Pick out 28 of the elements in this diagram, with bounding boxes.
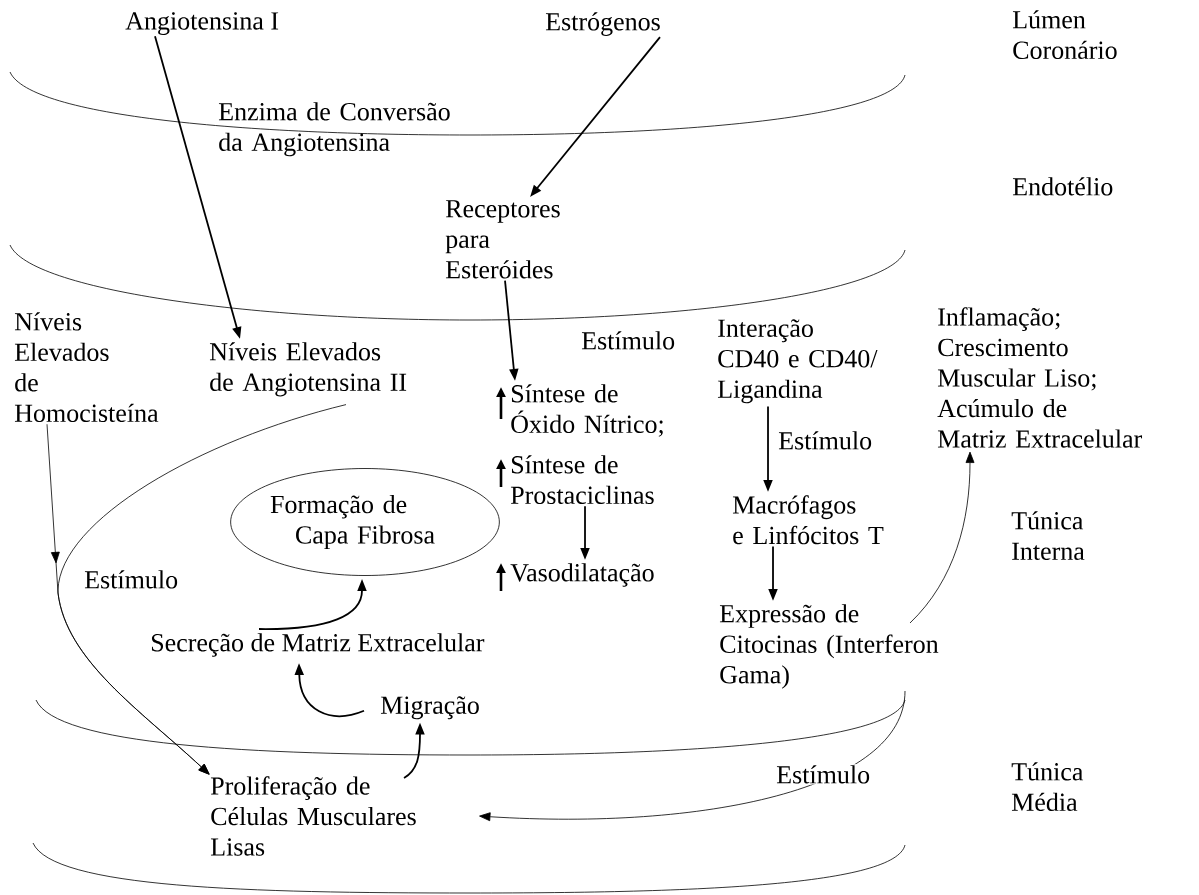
node-text: Proliferação de Células Musculares Lisas: [210, 776, 416, 856]
node-text: Receptores para Esteróides: [445, 200, 560, 279]
arrow: [909, 451, 975, 624]
node-text: Secreção de Matriz Extracelular: [151, 633, 485, 657]
arrow: [479, 690, 906, 822]
node-text: Síntese de Óxido Nítrico;: [511, 384, 663, 437]
node-text: Níveis Elevados de Angiotensina II: [209, 342, 407, 397]
arrow: [57, 404, 347, 775]
edge-label: Estímulo: [83, 569, 180, 590]
edge-label: Estímulo: [580, 330, 677, 351]
edge-label: Estímulo: [777, 430, 874, 451]
node-text: Níveis Elevados de Homocisteína: [14, 312, 159, 423]
layer-label: Túnica Interna: [1011, 511, 1085, 561]
layer-label: Lúmen Coronário: [1012, 10, 1117, 60]
node-text: Interação CD40 e CD40/ Ligandina: [717, 319, 878, 404]
node-text: Vasodilatação: [510, 563, 654, 587]
layer-label: Túnica Média: [1011, 762, 1084, 812]
node-text: Estrógenos: [545, 12, 660, 36]
layer-label: Endotélio: [1012, 177, 1113, 196]
node-text: Migração: [380, 696, 479, 720]
node-text: Expressão de Citocinas (Interferon Gama): [719, 604, 939, 689]
node-text: Inflamação; Crescimento Muscular Liso; Acúmulo de Matriz Extracelular: [937, 307, 1143, 448]
ellipse-node: Formação de Capa Fibrosa: [230, 468, 500, 576]
node-text: Síntese de Prostaciclinas: [510, 455, 654, 505]
layer-label: Enzima de Conversão da Angiotensina: [218, 102, 450, 157]
node-text: Macrófagos e Linfócitos T: [732, 495, 884, 545]
node-text: Angiotensina I: [125, 12, 279, 36]
edge-label: Estímulo: [775, 764, 872, 785]
